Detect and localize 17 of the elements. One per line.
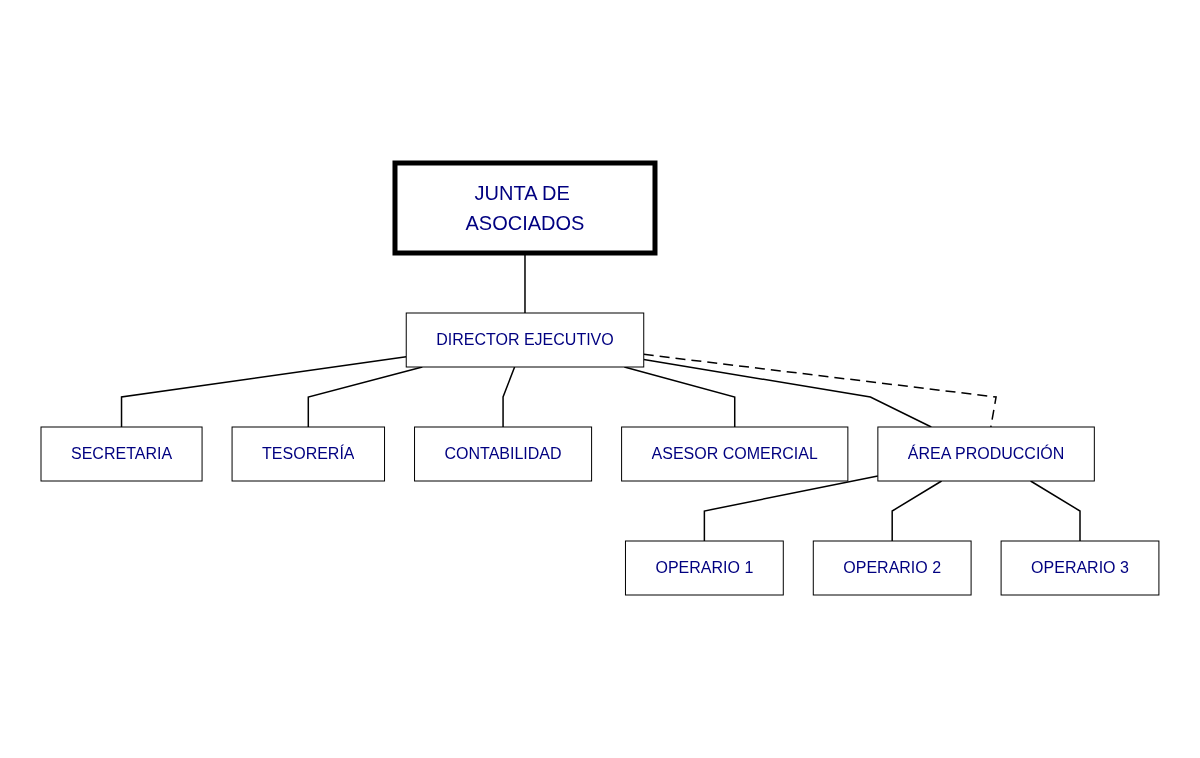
node-box: CONTABILIDAD xyxy=(414,426,593,482)
node-box: OPERARIO 2 xyxy=(812,540,972,596)
node-box: DIRECTOR EJECUTIVO xyxy=(405,312,645,368)
connector xyxy=(1029,480,1081,542)
connector xyxy=(502,366,516,428)
connector xyxy=(643,353,997,428)
connector xyxy=(891,480,943,542)
node-box: OPERARIO 1 xyxy=(625,540,784,596)
node-box: ÁREA PRODUCCIÓN xyxy=(877,426,1095,482)
node-box: ASESOR COMERCIAL xyxy=(621,426,849,482)
node-box: JUNTA DE ASOCIADOS xyxy=(392,160,658,256)
connector xyxy=(703,475,879,542)
node-box: OPERARIO 3 xyxy=(1000,540,1160,596)
node-box: SECRETARIA xyxy=(40,426,203,482)
connector xyxy=(120,356,408,428)
node-box: TESORERÍA xyxy=(231,426,386,482)
connector xyxy=(643,358,933,428)
